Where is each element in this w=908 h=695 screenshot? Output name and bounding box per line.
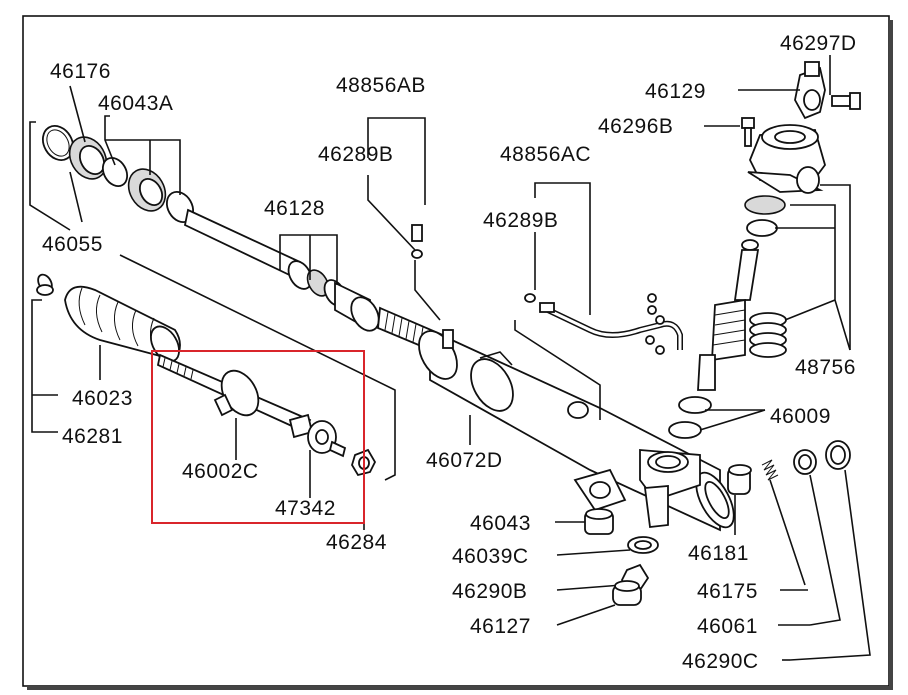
label-46039C: 46039C — [452, 545, 529, 568]
bushing-46043 — [555, 508, 614, 535]
tie-rod-end-47342 — [307, 420, 347, 498]
bracket-48856AC — [534, 182, 591, 315]
bushing-46039C — [556, 536, 659, 556]
nut-46290C — [789, 440, 871, 661]
label-46289B-a: 46289B — [318, 143, 393, 166]
diagram-frame-shadow-bottom — [27, 686, 893, 690]
label-46284: 46284 — [326, 531, 387, 554]
valve-46129 — [794, 61, 826, 120]
label-46055: 46055 — [42, 233, 103, 256]
boot-46023 — [64, 285, 181, 363]
valve-housing — [747, 124, 826, 194]
leader-46043A — [104, 115, 116, 166]
label-46043: 46043 — [470, 512, 531, 535]
bracket-46281 — [31, 299, 58, 433]
bracket-46043A — [105, 139, 181, 195]
label-46290C: 46290C — [682, 650, 759, 673]
label-46129: 46129 — [645, 80, 706, 103]
leader-46289B-a — [367, 175, 416, 251]
highlight-box — [151, 350, 365, 524]
leader-48856AB-down — [414, 260, 441, 321]
cap-46127 — [556, 580, 642, 626]
label-48856AB: 48856AB — [336, 74, 426, 97]
leader-46009-b — [699, 409, 766, 431]
bracket-48756 — [790, 204, 851, 351]
label-46023: 46023 — [72, 387, 133, 410]
bushing-set-46043A — [101, 156, 195, 223]
rack-tube — [183, 208, 735, 532]
bushing-46176 — [68, 136, 108, 180]
label-46127: 46127 — [470, 615, 531, 638]
bolt-46297D — [831, 92, 861, 110]
label-46290B: 46290B — [452, 580, 527, 603]
clip-46281 — [36, 273, 54, 296]
label-48856AC: 48856AC — [500, 143, 591, 166]
cap-46061 — [793, 449, 841, 626]
label-46043A: 46043A — [98, 92, 173, 115]
diagram-frame-shadow — [889, 20, 893, 688]
pipe-48856AC — [524, 293, 683, 355]
leader-48856AC-down — [514, 320, 601, 420]
bracket-48756-top — [820, 184, 851, 350]
bracket-46055 — [29, 121, 71, 231]
label-46072D: 46072D — [426, 449, 503, 472]
label-48756: 48756 — [795, 356, 856, 379]
spring-46175 — [761, 459, 806, 586]
bracket-48756-c — [784, 299, 836, 321]
bracket-lower-left — [119, 254, 396, 481]
label-46289B-b: 46289B — [483, 209, 558, 232]
label-46296B: 46296B — [598, 115, 673, 138]
bolt-46296B — [741, 117, 755, 147]
label-46128: 46128 — [264, 197, 325, 220]
label-46176: 46176 — [50, 60, 111, 83]
label-46175: 46175 — [697, 580, 758, 603]
seal-ring-46055 — [42, 125, 74, 161]
pinion-48756 — [668, 195, 787, 439]
label-46061: 46061 — [697, 615, 758, 638]
leader-46055 — [69, 171, 83, 223]
tie-rod-46002C — [156, 353, 314, 439]
label-46281: 46281 — [62, 425, 123, 448]
label-46009: 46009 — [770, 405, 831, 428]
label-47342: 47342 — [275, 497, 336, 520]
label-46002C: 46002C — [182, 460, 259, 483]
label-46297D: 46297D — [780, 32, 857, 55]
label-46181: 46181 — [688, 542, 749, 565]
leader-46176 — [69, 85, 86, 143]
bracket-46128 — [279, 234, 338, 285]
bracket-48856AB — [367, 117, 426, 205]
plug-46181 — [727, 464, 752, 535]
